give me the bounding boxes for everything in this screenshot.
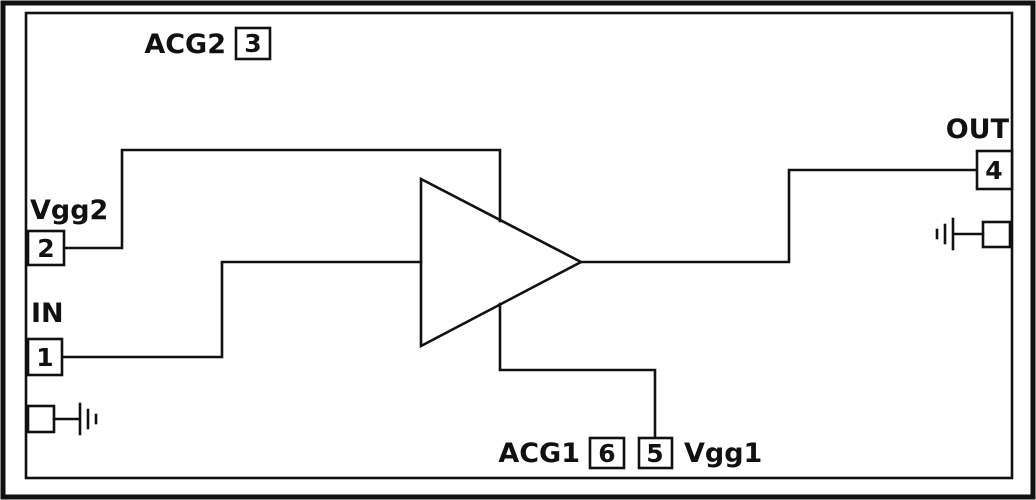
vgg2-label: Vgg2	[30, 195, 108, 226]
ground-pad-right-box	[981, 220, 1012, 249]
pin2-number: 2	[37, 234, 54, 263]
pin6-number: 6	[598, 439, 615, 468]
vgg1-label: Vgg1	[684, 438, 762, 469]
pin2-box	[26, 229, 66, 267]
inner-border	[24, 11, 1014, 480]
wire-vgg2-to-amp	[62, 148, 502, 250]
pin3-number: 3	[244, 29, 261, 58]
pin5-box	[637, 436, 674, 470]
out-label: OUT	[946, 114, 1010, 145]
ground-symbol-left	[52, 402, 98, 436]
pin4-box	[975, 149, 1014, 191]
pin5-number: 5	[646, 439, 663, 468]
pin1-box	[26, 337, 64, 377]
acg2-label: ACG2	[144, 29, 226, 60]
pin6-box	[588, 436, 626, 470]
ground-pad-left-box	[26, 404, 56, 434]
in-label: IN	[31, 298, 64, 329]
pin1-number: 1	[36, 343, 53, 372]
acg1-label: ACG1	[498, 438, 580, 469]
wire-amp-to-vgg1	[498, 302, 657, 440]
pin4-number: 4	[985, 156, 1002, 185]
wire-amp-to-out	[579, 168, 979, 264]
pin3-box	[234, 26, 272, 61]
ground-symbol-right	[935, 217, 985, 251]
wire-in-to-amp	[60, 260, 423, 359]
